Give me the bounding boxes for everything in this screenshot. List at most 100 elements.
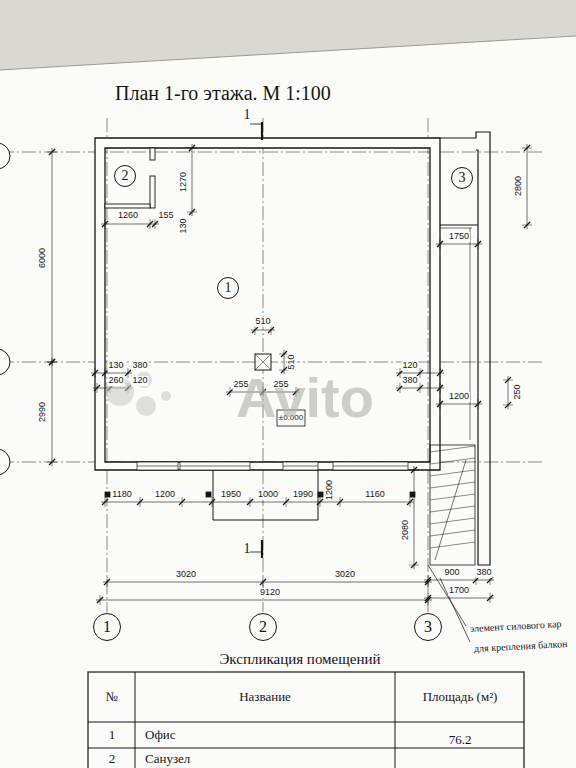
paper	[0, 36, 576, 768]
section-mark	[261, 122, 263, 140]
stair-step	[430, 482, 475, 488]
dimension: 380	[401, 376, 418, 386]
dimension: 120	[131, 376, 148, 386]
leader-line	[440, 578, 470, 642]
dimension: 1200	[325, 479, 335, 501]
stair-step	[430, 542, 475, 548]
outer-wall	[95, 138, 440, 470]
window	[137, 462, 178, 470]
table-header: Название	[239, 690, 291, 704]
extension-line	[286, 497, 287, 507]
stair	[430, 445, 475, 565]
table-cell: 2	[109, 752, 116, 766]
axis-bubble: 2	[249, 613, 277, 641]
dimension-line	[424, 580, 494, 581]
wall-post	[318, 492, 323, 497]
dimension: 9120	[259, 588, 281, 598]
extension-line	[420, 368, 421, 378]
dimension: 130	[107, 361, 124, 371]
window	[283, 462, 318, 470]
extension-line	[187, 148, 197, 149]
dimension: 120	[401, 361, 418, 371]
extension-line	[140, 497, 141, 507]
stair-step	[430, 530, 475, 536]
stair-step	[430, 506, 475, 512]
extension-line	[150, 219, 151, 229]
window-glass	[283, 466, 318, 467]
dimension: 2800	[514, 175, 524, 197]
table-cell: 76.2	[449, 733, 472, 747]
dimension-line	[436, 404, 482, 405]
extension-line	[478, 239, 479, 249]
dimension-line	[414, 466, 415, 569]
dimension-line	[101, 502, 414, 503]
axis-bubble: 1	[93, 613, 121, 641]
circled-number: 3	[459, 171, 466, 185]
dimension: 1160	[364, 490, 385, 500]
extension-line	[320, 497, 321, 507]
axis-line	[0, 362, 545, 363]
dimension: 1260	[117, 211, 139, 221]
window	[180, 462, 250, 470]
dimension-line	[424, 598, 494, 599]
paper-edge	[0, 36, 576, 70]
circled-number: 3	[424, 619, 432, 635]
dimension: 155	[157, 211, 174, 221]
circled-number: 1	[225, 281, 232, 295]
extension-line	[400, 383, 401, 393]
dimension-line	[91, 373, 132, 374]
dimension: 1700	[448, 586, 470, 596]
extension-line	[212, 497, 213, 507]
extension-line	[490, 593, 491, 603]
dimension-line	[103, 582, 432, 583]
stair-step	[430, 518, 475, 524]
dimension: 3020	[175, 570, 197, 580]
room-number: 1	[217, 277, 239, 299]
extension-line	[428, 593, 429, 603]
window-glass	[180, 466, 250, 467]
extension-line	[105, 219, 106, 229]
dimension: 3020	[334, 570, 356, 580]
table-cell: 1	[109, 728, 116, 742]
window-glass	[137, 466, 178, 467]
stair-step	[430, 458, 475, 464]
extension-line	[250, 497, 251, 507]
dimension: 900	[443, 568, 460, 578]
dimension: 1200	[448, 392, 470, 402]
section-arrow	[250, 124, 262, 125]
extension-line	[47, 362, 57, 363]
corridor-wall	[470, 228, 471, 440]
axis-bubble	[0, 143, 10, 169]
stair-arrow	[435, 460, 466, 560]
extension-line	[440, 399, 441, 409]
extension-line	[97, 383, 98, 393]
stair-step	[430, 446, 475, 452]
partition	[150, 148, 155, 160]
dimension-line	[52, 358, 53, 466]
extension-line	[400, 368, 401, 378]
extension-line	[522, 148, 532, 149]
stair-step	[430, 470, 475, 476]
section-number: 1	[244, 541, 251, 556]
dimension: 1000	[257, 490, 279, 500]
extension-line	[503, 380, 513, 381]
extension-line	[440, 368, 441, 378]
extension-line	[503, 405, 513, 406]
dimension: 130	[179, 217, 189, 234]
partition	[440, 228, 472, 229]
dimension-line	[192, 144, 193, 216]
axis-bubble: 3	[414, 613, 442, 641]
dimension: 2990	[38, 401, 48, 423]
table-cell: Офис	[145, 728, 176, 742]
extension-line	[47, 152, 57, 153]
extension-line	[105, 368, 106, 378]
axis-bubble	[0, 349, 10, 375]
dimension-line	[52, 148, 53, 366]
porch	[213, 470, 318, 520]
extension-line	[105, 497, 106, 507]
watermark: Avito	[236, 367, 374, 429]
extension-line	[263, 577, 264, 587]
window-glass	[333, 466, 408, 467]
dimension: 380	[475, 568, 492, 578]
table-cell: Санузел	[145, 752, 190, 766]
